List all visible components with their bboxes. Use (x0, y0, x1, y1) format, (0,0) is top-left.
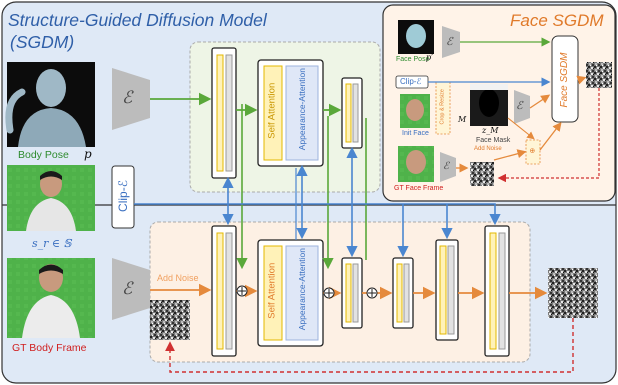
noise-output (548, 268, 598, 318)
face-sgdm-block-label: Face SGDM (559, 52, 570, 108)
encoder-bottom (112, 258, 150, 320)
lower-block-4 (435, 239, 459, 341)
upper-appearance-attention-label: Appearance-Attention (296, 68, 307, 151)
upper-self-attention-label: Self Attention (266, 82, 278, 139)
lower-unet-box (149, 221, 531, 363)
face-add-noise-label: Add Noise (474, 146, 502, 152)
encoder-top-symbol: ℰ (122, 88, 133, 108)
face-clip-label: Clip-ℰ (400, 77, 422, 86)
encoder-top (112, 68, 150, 130)
crop-resize-label: Crop & Resize (439, 89, 446, 125)
face-output (586, 62, 612, 88)
face-pose-symbol: p′ (426, 53, 433, 62)
masked-symbol: z_M (482, 126, 499, 135)
face-fusion-label: ⊕ (529, 147, 537, 154)
encoder-bottom-symbol: ℰ (122, 279, 133, 299)
add-noise-label: Add Noise (157, 273, 199, 283)
body-pose-label: Body Pose (18, 149, 69, 161)
noise-latent-input (150, 300, 190, 340)
lower-block-3 (392, 257, 414, 329)
lower-self-attention-label: Self Attention (266, 262, 278, 319)
mask-encoder-symbol: ℰ (516, 99, 523, 112)
face-encoder-symbol: ℰ (446, 35, 453, 48)
upper-block-2 (341, 77, 363, 149)
clip-encoder-label: Clip-ℰ (116, 180, 130, 212)
mask-symbol: M (458, 115, 467, 124)
init-face-label: Init Face (402, 130, 429, 137)
face-sgdm-title: Face SGDM (510, 11, 604, 30)
gt-face-encoder-symbol: ℰ (443, 161, 450, 172)
sgdm-subtitle: (SGDM) (10, 32, 75, 52)
body-pose-symbol: p (84, 147, 92, 161)
gt-body-frame-label: GT Body Frame (12, 342, 87, 354)
lower-appearance-attention-label: Appearance-Attention (296, 248, 307, 331)
style-ref-label: s_r ∈ 𝕊 (32, 237, 72, 250)
face-mask-label: Face Mask (476, 137, 511, 144)
sgdm-title: Structure-Guided Diffusion Model (8, 10, 267, 30)
lower-block-2 (341, 257, 363, 329)
clip-encoder (111, 165, 135, 229)
gt-face-frame-label: GT Face Frame (394, 185, 444, 192)
face-pose-label: Face Pose (396, 56, 430, 63)
